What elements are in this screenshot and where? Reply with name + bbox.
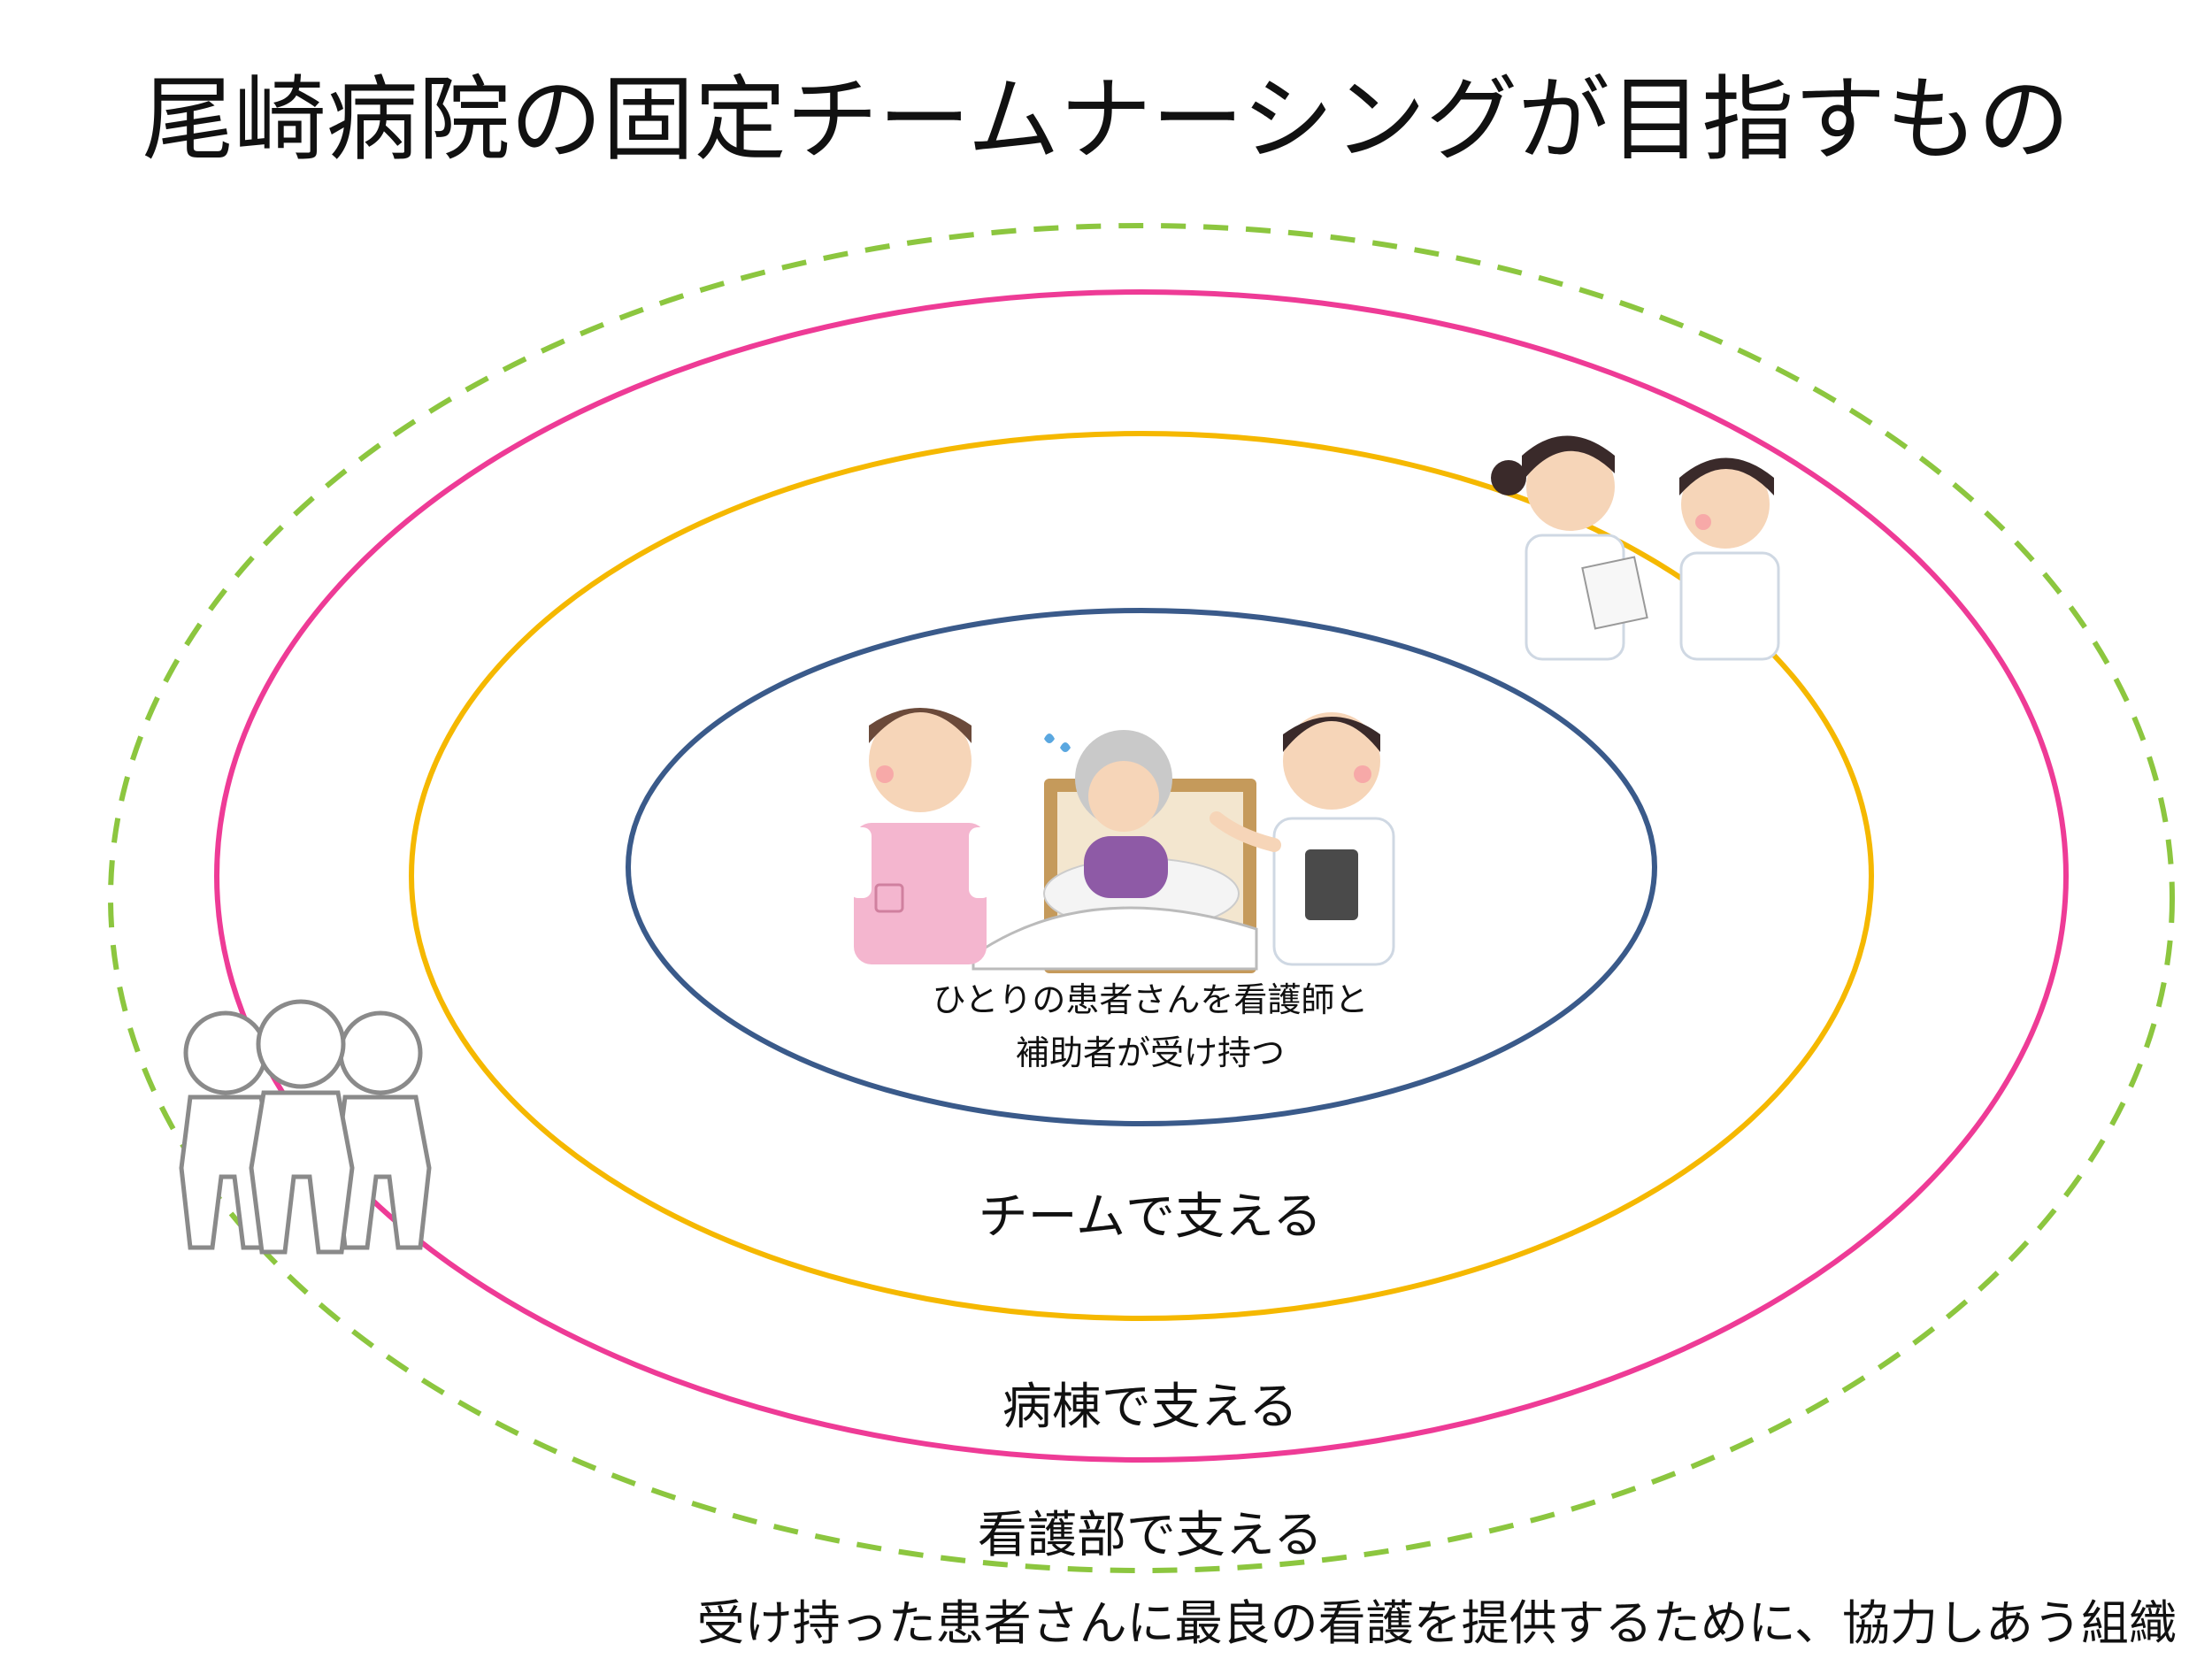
ward-ring (214, 289, 2069, 1463)
department-ring-label: 看護部で支える (977, 1507, 1324, 1564)
page-title: 尾崎病院の固定チームナーシングが目指すもの (142, 65, 2070, 173)
patient-ring-label: ひとりの患者さんを看護師と 補助者が受け持つ (841, 973, 1460, 1079)
team-ring-label: チームで支える (978, 1188, 1323, 1246)
organization-caption: 受け持った患者さんに最良の看護を提供するために、協力しあう組織 (696, 1595, 2177, 1651)
bedside-care-illustration (849, 708, 1395, 973)
patient-ring-label-line2: 補助者が受け持つ (1015, 1033, 1285, 1072)
two-nurses-illustration (1491, 435, 1780, 661)
department-ring (108, 223, 2175, 1573)
staff-group-illustration (179, 999, 432, 1255)
ward-ring-label: 病棟で支える (1002, 1379, 1299, 1436)
team-ring (409, 431, 1874, 1321)
patient-ring (626, 608, 1657, 1126)
patient-ring-label-line1: ひとりの患者さんを看護師と (932, 980, 1369, 1019)
